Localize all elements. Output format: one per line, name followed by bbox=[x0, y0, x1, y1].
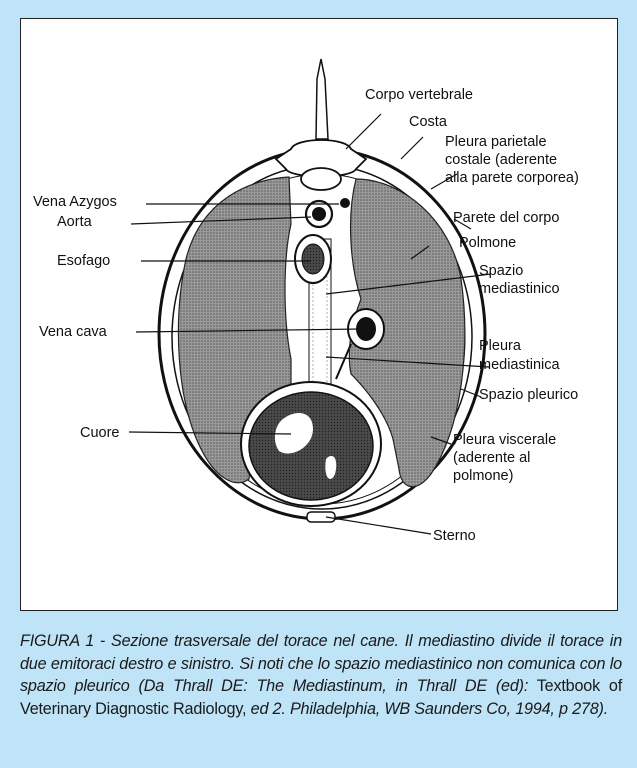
label-spazio-mediastinico-2: mediastinico bbox=[479, 281, 560, 297]
vertebral-centrum bbox=[301, 168, 341, 190]
label-pleura-mediastinica-1: Pleura bbox=[479, 338, 522, 354]
sternum-shape bbox=[307, 512, 335, 522]
label-corpo-vertebrale: Corpo vertebrale bbox=[365, 87, 473, 103]
label-sterno: Sterno bbox=[433, 528, 476, 544]
label-pleura-mediastinica-2: mediastinica bbox=[479, 357, 561, 373]
label-spazio-mediastinico-1: Spazio bbox=[479, 263, 523, 279]
label-aorta: Aorta bbox=[57, 214, 93, 230]
label-esofago: Esofago bbox=[57, 253, 110, 269]
label-parete-corpo: Parete del corpo bbox=[453, 210, 559, 226]
label-vena-azygos: Vena Azygos bbox=[33, 194, 117, 210]
label-polmone: Polmone bbox=[459, 235, 516, 251]
figure-caption: FIGURA 1 - Sezione trasversale del torac… bbox=[20, 630, 622, 720]
figure-panel: Corpo vertebrale Costa Pleura parietale … bbox=[20, 18, 618, 611]
label-pleura-viscerale-3: polmone) bbox=[453, 468, 513, 484]
label-costa: Costa bbox=[409, 114, 448, 130]
label-pleura-parietale-1: Pleura parietale bbox=[445, 134, 547, 150]
label-pleura-parietale-2: costale (aderente bbox=[445, 152, 557, 168]
label-pleura-viscerale-1: Pleura viscerale bbox=[453, 432, 556, 448]
heart-shape bbox=[249, 392, 373, 500]
vertebral-spine bbox=[316, 59, 328, 139]
vena-azygos-shape bbox=[340, 198, 350, 208]
thorax-cross-section-diagram: Corpo vertebrale Costa Pleura parietale … bbox=[21, 19, 619, 612]
label-spazio-pleurico: Spazio pleurico bbox=[479, 387, 578, 403]
label-pleura-viscerale-2: (aderente al bbox=[453, 450, 530, 466]
label-vena-cava: Vena cava bbox=[39, 324, 108, 340]
label-pleura-parietale-3: alla parete corporea) bbox=[445, 170, 579, 186]
label-cuore: Cuore bbox=[80, 425, 120, 441]
caption-edition: ed 2. Philadelphia, WB Saunders Co, 1994… bbox=[246, 700, 608, 718]
